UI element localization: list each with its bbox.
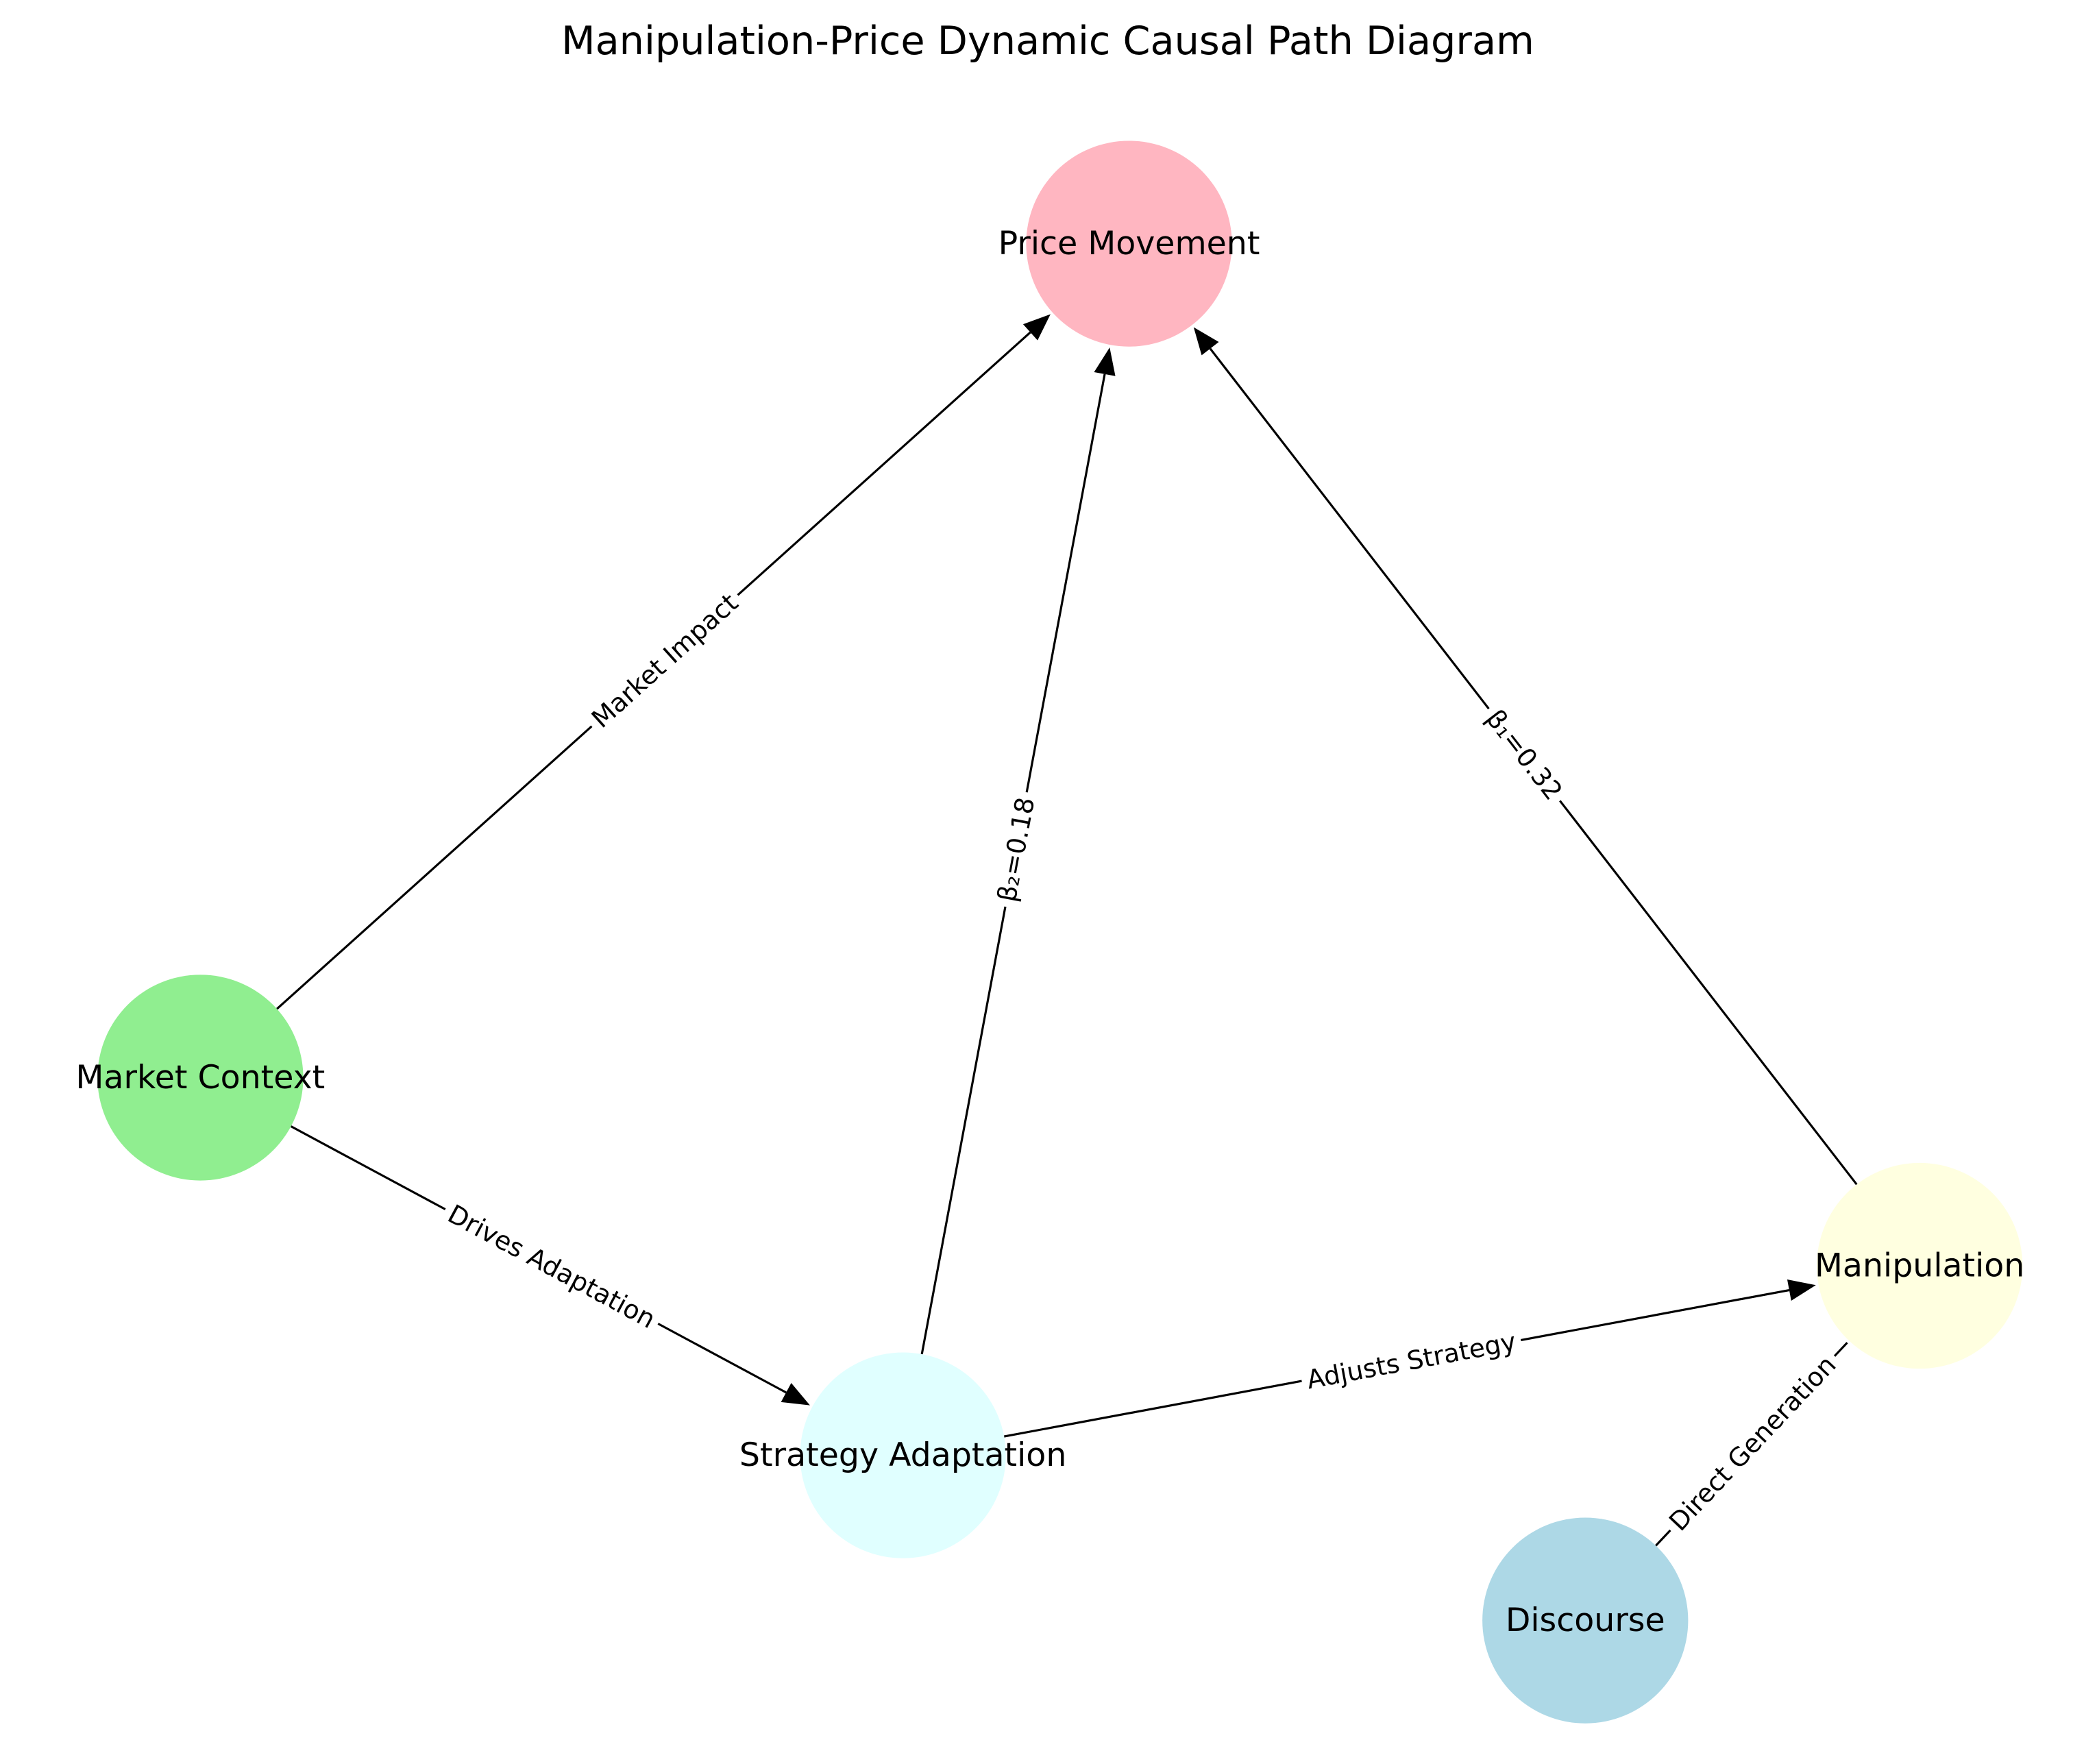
- node-price: Price Movement: [998, 140, 1260, 347]
- edge-label-manipulation-to-price: β₁=0.32: [1480, 704, 1569, 806]
- node-circle-strategy: [800, 1352, 1006, 1558]
- node-label-manipulation: Manipulation: [1815, 1247, 2024, 1285]
- arrowhead-manipulation-to-price: [1193, 327, 1219, 356]
- node-circle-discourse: [1482, 1517, 1689, 1724]
- edge-label-background: [580, 582, 750, 740]
- arrowhead-context-to-strategy: [781, 1383, 810, 1406]
- arrowhead-context-to-price: [1022, 314, 1051, 341]
- diagram-title: Manipulation-Price Dynamic Causal Path D…: [561, 18, 1534, 64]
- edges-layer: [276, 314, 1858, 1547]
- edge-label-background: [437, 1193, 667, 1340]
- edge-label-group-manipulation-to-price: β₁=0.32: [1474, 698, 1574, 812]
- edge-label-group-strategy-to-manipulation: Adjusts Strategy: [1298, 1322, 1525, 1399]
- edge-label-background: [1657, 1343, 1848, 1543]
- node-label-discourse: Discourse: [1506, 1602, 1665, 1639]
- node-context: Market Context: [76, 975, 326, 1181]
- node-label-context: Market Context: [76, 1059, 326, 1097]
- node-manipulation: Manipulation: [1815, 1162, 2024, 1369]
- edge-label-strategy-to-manipulation: Adjusts Strategy: [1304, 1326, 1518, 1395]
- node-label-price: Price Movement: [998, 225, 1260, 262]
- arrowhead-strategy-to-manipulation: [1787, 1279, 1816, 1301]
- edge-label-group-discourse-to-manipulation: Direct Generation: [1657, 1343, 1848, 1543]
- node-label-strategy: Strategy Adaptation: [739, 1436, 1066, 1474]
- node-circle-price: [1026, 140, 1232, 347]
- edge-label-background: [988, 789, 1044, 910]
- edge-label-group-context-to-strategy: Drives Adaptation: [437, 1193, 667, 1340]
- edge-label-discourse-to-manipulation: Direct Generation: [1663, 1349, 1842, 1536]
- edge-label-background: [1474, 698, 1574, 812]
- node-circle-manipulation: [1817, 1162, 2023, 1369]
- arrowhead-strategy-to-price: [1094, 347, 1116, 376]
- node-circle-context: [97, 975, 304, 1181]
- edge-label-background: [1298, 1322, 1525, 1399]
- edge-label-group-strategy-to-price: β₂=0.18: [988, 789, 1044, 910]
- node-discourse: Discourse: [1482, 1517, 1689, 1724]
- edge-label-context-to-strategy: Drives Adaptation: [443, 1199, 660, 1334]
- edge-label-context-to-price: Market Impact: [586, 587, 744, 734]
- edge-label-group-context-to-price: Market Impact: [580, 582, 750, 740]
- node-strategy: Strategy Adaptation: [739, 1352, 1066, 1558]
